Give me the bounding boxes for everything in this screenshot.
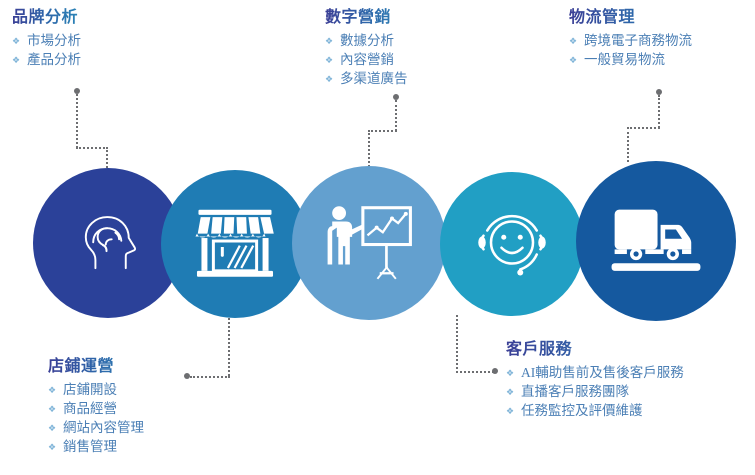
list-item: 內容營銷	[325, 50, 408, 70]
connector-segment-vertical	[627, 127, 629, 162]
connector-segment-horizontal	[190, 376, 230, 378]
head-brain-icon	[71, 206, 145, 280]
list-item: 銷售管理	[48, 437, 144, 457]
text-block-store-operation: 店鋪運營 店鋪開設 商品經營 網站內容管理 銷售管理	[48, 357, 144, 457]
block-title: 物流管理	[569, 8, 692, 28]
node-circle-store-operation[interactable]	[161, 170, 309, 318]
block-item-list: 數據分析 內容營銷 多渠道廣告	[325, 31, 408, 89]
connector-endpoint-dot	[74, 88, 80, 94]
connector-segment-vertical	[456, 315, 458, 373]
list-item: 多渠道廣告	[325, 69, 408, 89]
connector-segment-vertical	[106, 147, 108, 175]
connector-segment-vertical	[76, 94, 78, 148]
delivery-truck-icon	[610, 205, 702, 277]
list-item: 商品經營	[48, 399, 144, 419]
connector-segment-vertical	[228, 318, 230, 376]
list-item: 跨境電子商務物流	[569, 31, 692, 51]
block-title: 數字營銷	[325, 8, 408, 28]
text-block-customer-service: 客戶服務 AI輔助售前及售後客戶服務 直播客戶服務團隊 任務監控及評價維護	[506, 340, 684, 421]
storefront-icon	[194, 208, 276, 280]
block-item-list: 市場分析 產品分析	[12, 31, 81, 70]
connector-segment-horizontal	[368, 130, 397, 132]
list-item: 產品分析	[12, 50, 81, 70]
text-block-logistics-management: 物流管理 跨境電子商務物流 一般貿易物流	[569, 8, 692, 70]
connector-endpoint-dot	[492, 368, 498, 374]
block-item-list: 跨境電子商務物流 一般貿易物流	[569, 31, 692, 70]
connector-segment-horizontal	[456, 371, 494, 373]
list-item: 店鋪開設	[48, 380, 144, 400]
list-item: 一般貿易物流	[569, 50, 692, 70]
headset-smiley-icon	[473, 208, 551, 280]
block-title: 客戶服務	[506, 340, 684, 360]
list-item: 市場分析	[12, 31, 81, 51]
connector-segment-vertical	[658, 95, 660, 128]
list-item: 直播客戶服務團隊	[506, 382, 684, 402]
node-circle-customer-service[interactable]	[440, 172, 584, 316]
text-block-brand-analysis: 品牌分析 市場分析 產品分析	[12, 8, 81, 70]
list-item: 任務監控及評價維護	[506, 401, 684, 421]
connector-endpoint-dot	[656, 89, 662, 95]
connector-endpoint-dot	[393, 94, 399, 100]
connector-endpoint-dot	[184, 373, 190, 379]
block-title: 店鋪運營	[48, 357, 144, 377]
connector-segment-vertical	[368, 130, 370, 167]
block-item-list: AI輔助售前及售後客戶服務 直播客戶服務團隊 任務監控及評價維護	[506, 363, 684, 421]
text-block-digital-marketing: 數字營銷 數據分析 內容營銷 多渠道廣告	[325, 8, 408, 89]
connector-segment-horizontal	[76, 147, 108, 149]
list-item: AI輔助售前及售後客戶服務	[506, 363, 684, 383]
node-circle-digital-marketing[interactable]	[292, 166, 446, 320]
node-circle-brand-analysis[interactable]	[33, 168, 183, 318]
block-item-list: 店鋪開設 商品經營 網站內容管理 銷售管理	[48, 380, 144, 457]
connector-segment-horizontal	[627, 127, 660, 129]
block-title: 品牌分析	[12, 8, 81, 28]
presenter-chart-icon	[323, 203, 415, 283]
node-circle-logistics-management[interactable]	[576, 161, 736, 321]
list-item: 網站內容管理	[48, 418, 144, 438]
connector-segment-vertical	[395, 100, 397, 131]
list-item: 數據分析	[325, 31, 408, 51]
